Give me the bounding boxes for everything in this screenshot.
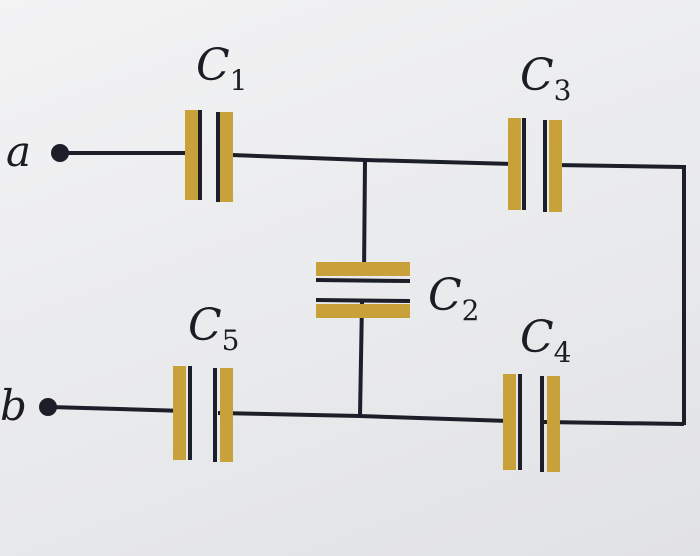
label-c3-letter: C (520, 50, 554, 101)
wire-c2-bottom (358, 301, 364, 417)
label-c2: C2 (428, 270, 480, 327)
wire-c1-to-node (231, 153, 366, 162)
wire-node-to-c3 (364, 158, 516, 166)
capacitor-c2 (315, 262, 411, 318)
label-c5-letter: C (188, 300, 222, 351)
wire-c3-to-right (554, 163, 685, 169)
label-c4-letter: C (520, 312, 554, 363)
terminal-b-dot (39, 398, 57, 416)
label-c1-letter: C (196, 40, 230, 91)
terminal-a-dot (51, 144, 69, 162)
terminal-b-label: b (0, 381, 27, 430)
terminal-a-label: a (6, 127, 31, 176)
label-c5: C5 (188, 300, 240, 357)
label-c4: C4 (520, 312, 572, 369)
label-c1-sub: 1 (230, 64, 248, 97)
capacitor-c4 (503, 374, 560, 472)
label-c1: C1 (196, 40, 248, 97)
label-c4-sub: 4 (554, 336, 572, 369)
capacitor-c1 (185, 110, 233, 202)
label-c2-sub: 2 (462, 294, 480, 327)
wire-node-to-c5 (217, 411, 361, 418)
capacitor-c5 (173, 366, 233, 462)
label-c5-sub: 5 (222, 324, 240, 357)
wire-right-to-c4 (542, 420, 685, 426)
wire-c5-to-b (49, 405, 186, 413)
label-c3: C3 (520, 50, 572, 107)
wires (49, 151, 686, 426)
capacitor-c3 (508, 118, 562, 212)
label-c2-letter: C (428, 270, 462, 321)
wire-c4-to-node (359, 414, 511, 423)
wire-c2-top (362, 159, 367, 277)
label-c3-sub: 3 (554, 74, 572, 107)
